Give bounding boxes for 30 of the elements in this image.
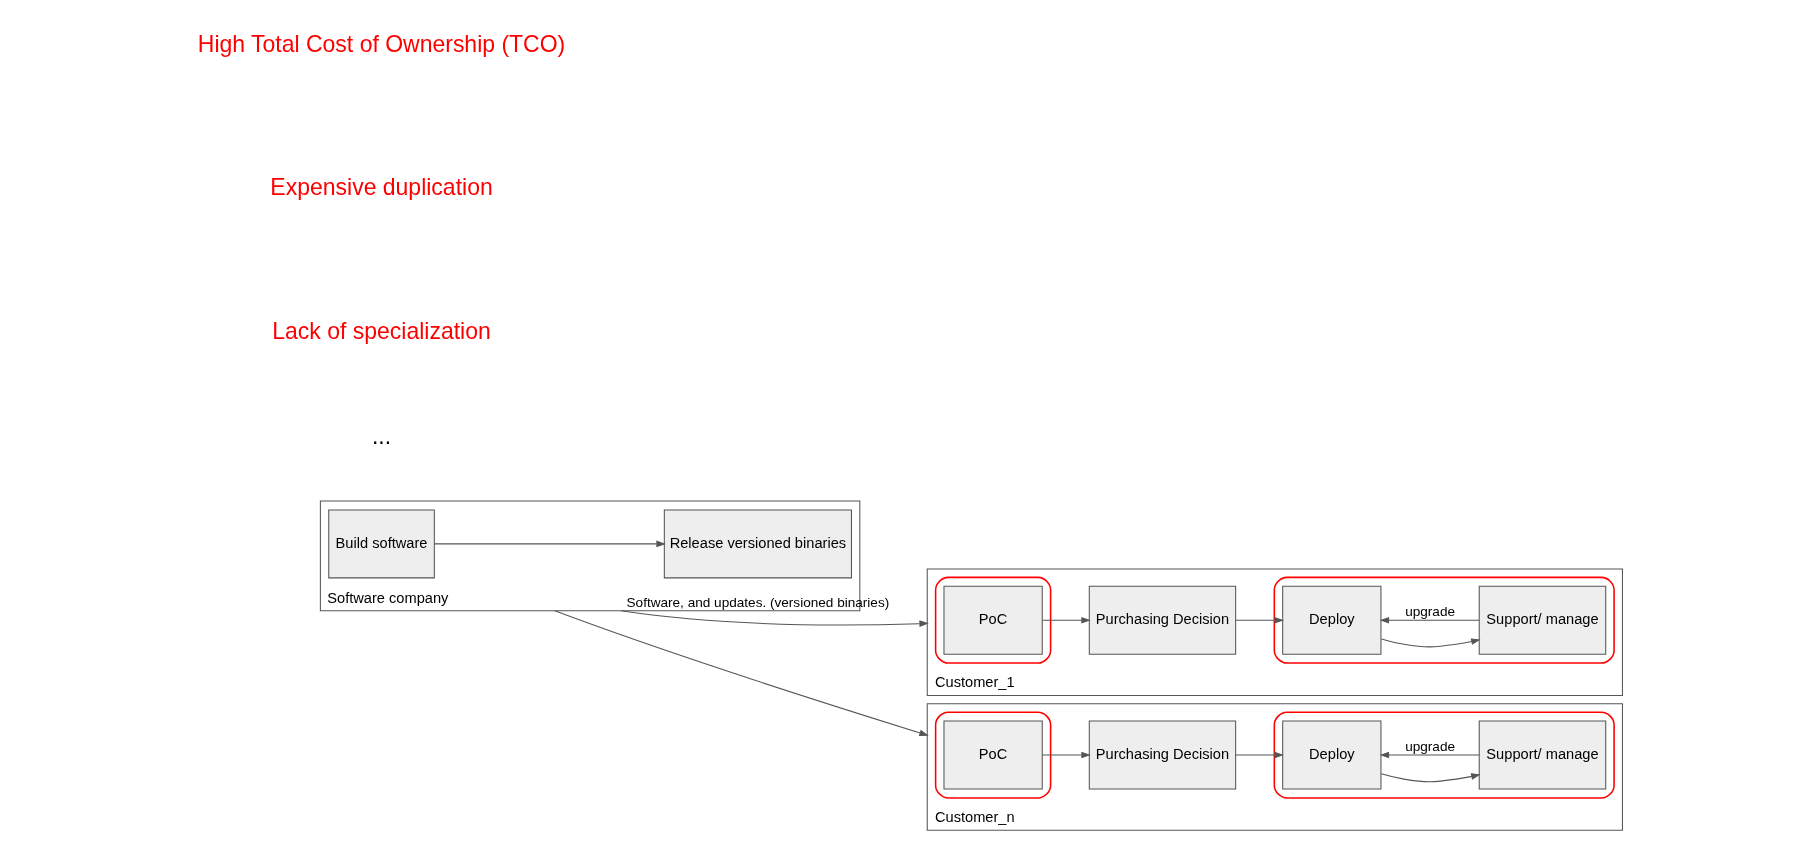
node-box: Build software [327, 509, 435, 579]
arrow [1379, 616, 1480, 624]
node-box: Purchasing Decision [1088, 585, 1236, 655]
label: ... [371, 423, 391, 450]
edge-label: upgrade [1404, 604, 1455, 620]
arrow [1380, 638, 1481, 648]
node-box: Deploy [1281, 585, 1381, 655]
node-box: Deploy [1281, 720, 1381, 790]
arrow [1041, 616, 1091, 624]
arrow [433, 540, 666, 548]
edge-label: upgrade [1404, 739, 1455, 755]
arrow [1234, 616, 1284, 624]
node-box: Purchasing Decision [1088, 720, 1236, 790]
node-box: Release versioned binaries [663, 509, 852, 579]
label: Lack of specialization [271, 317, 491, 344]
label: Expensive duplication [269, 174, 493, 201]
arrow [1379, 751, 1480, 759]
arrow [1380, 773, 1481, 783]
cluster [934, 711, 1051, 799]
arrow [619, 610, 929, 627]
arrow [553, 610, 929, 736]
arrow [1041, 751, 1091, 759]
node-box: PoC [942, 585, 1043, 655]
node-box: Support/ manage [1478, 720, 1606, 790]
node-box: PoC [942, 720, 1043, 790]
label: High Total Cost of Ownership (TCO) [197, 31, 565, 58]
cluster [934, 576, 1051, 664]
arrow [1234, 751, 1284, 759]
node-box: Support/ manage [1478, 585, 1606, 655]
edge-label: Software, and updates. (versioned binaries) [626, 595, 889, 611]
